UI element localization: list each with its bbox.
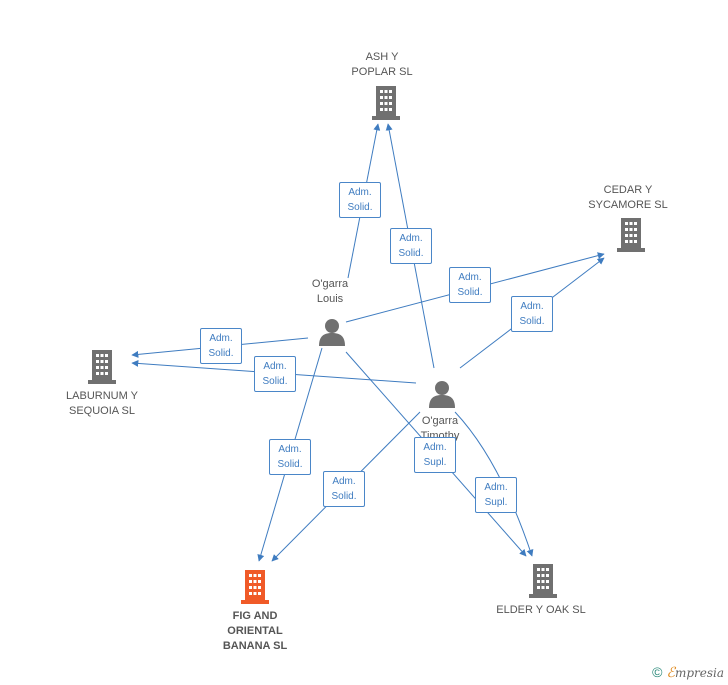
building-icon-ash xyxy=(372,86,400,120)
edge-label-type: Supl. xyxy=(423,457,447,468)
person-ogarra-louis[interactable]: O'garra Louis xyxy=(295,277,365,307)
person-icon-timothy xyxy=(429,381,455,408)
company-laburnum-y-sequoia[interactable]: LABURNUM Y SEQUOIA SL xyxy=(52,389,152,419)
company-ash-y-poplar[interactable]: ASH Y POPLAR SL xyxy=(342,50,422,80)
edge-label-type: Solid. xyxy=(262,376,288,387)
company-label-line: FIG AND xyxy=(232,610,278,622)
edge-timothy-elder xyxy=(454,411,534,557)
edge-label-timothy-laburnum: Adm. Solid. xyxy=(254,356,296,392)
building-icon-cedar xyxy=(617,218,645,252)
edge-label-role: Adm. xyxy=(458,272,482,283)
edge-label-timothy-cedar: Adm. Solid. xyxy=(511,296,553,332)
building-icon-fig xyxy=(241,570,269,604)
edge-label-role: Adm. xyxy=(209,333,233,344)
edge-label-type: Solid. xyxy=(519,316,545,327)
edge-label-type: Solid. xyxy=(347,202,373,213)
person-label-line: Louis xyxy=(316,293,344,305)
edge-label-timothy-elder: Adm. Supl. xyxy=(475,477,517,513)
edge-label-role: Adm. xyxy=(348,187,372,198)
brand-initial: ℰ xyxy=(666,665,675,681)
person-icon-louis xyxy=(319,319,345,346)
edge-label-type: Supl. xyxy=(484,497,508,508)
edge-label-role: Adm. xyxy=(520,301,544,312)
edge-label-timothy-fig: Adm. Solid. xyxy=(323,471,365,507)
company-fig-and-oriental-banana[interactable]: FIG AND ORIENTAL BANANA SL xyxy=(205,609,305,654)
edge-label-type: Solid. xyxy=(457,287,483,298)
company-elder-y-oak[interactable]: ELDER Y OAK SL xyxy=(486,603,596,618)
empresia-logo[interactable]: ©ℰmpresia xyxy=(652,664,724,681)
edge-label-type: Solid. xyxy=(277,459,303,470)
edge-label-louis-fig: Adm. Solid. xyxy=(269,439,311,475)
edge-label-type: Solid. xyxy=(398,248,424,259)
company-label-line: BANANA SL xyxy=(222,640,288,652)
company-label-line: ELDER Y OAK SL xyxy=(496,604,586,616)
company-label-line: POPLAR SL xyxy=(351,66,413,78)
edge-label-type: Solid. xyxy=(331,491,357,502)
company-label-line: ASH Y xyxy=(365,51,399,63)
edge-label-role: Adm. xyxy=(332,476,356,487)
edge-label-louis-cedar: Adm. Solid. xyxy=(449,267,491,303)
brand-name: mpresia xyxy=(674,666,724,680)
edge-label-type: Solid. xyxy=(208,348,234,359)
person-label-line: O'garra xyxy=(421,415,459,427)
company-label-line: SYCAMORE SL xyxy=(588,199,668,211)
company-label-line: ORIENTAL xyxy=(227,625,283,637)
company-label-line: CEDAR Y xyxy=(603,184,653,196)
company-label-line: SEQUOIA SL xyxy=(68,405,136,417)
edge-label-role: Adm. xyxy=(484,482,508,493)
edge-label-louis-ash: Adm. Solid. xyxy=(339,182,381,218)
edge-label-role: Adm. xyxy=(423,442,447,453)
company-cedar-y-sycamore[interactable]: CEDAR Y SYCAMORE SL xyxy=(580,183,676,213)
copyright-icon: © xyxy=(652,664,663,680)
person-label-line: O'garra xyxy=(311,278,349,290)
building-icon-laburnum xyxy=(88,350,116,384)
edge-label-role: Adm. xyxy=(278,444,302,455)
building-icon-elder xyxy=(529,564,557,598)
edge-label-role: Adm. xyxy=(263,361,287,372)
edge-label-louis-elder: Adm. Supl. xyxy=(414,437,456,473)
edge-label-timothy-ash: Adm. Solid. xyxy=(390,228,432,264)
edge-label-louis-laburnum: Adm. Solid. xyxy=(200,328,242,364)
company-label-line: LABURNUM Y xyxy=(66,390,138,402)
edge-label-role: Adm. xyxy=(399,233,423,244)
